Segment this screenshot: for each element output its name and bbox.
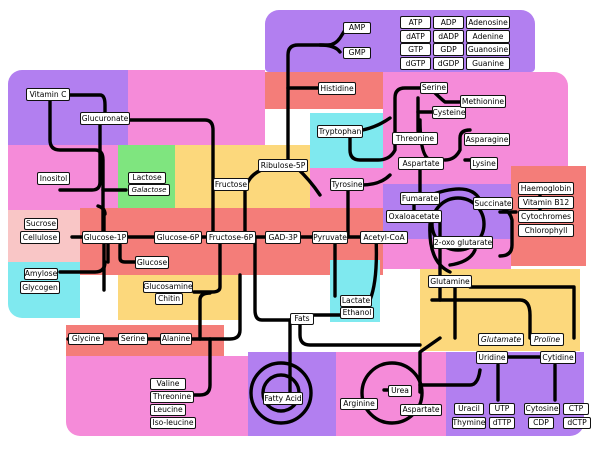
node-ctp: CTP (563, 403, 589, 415)
node-inositol: Inositol (37, 172, 70, 185)
node-fats: Fats (290, 313, 314, 325)
node-dttp: dTTP (489, 417, 515, 429)
node-galactose: Galactose (128, 184, 170, 196)
node-uracil: Uracil (454, 403, 484, 415)
node-amylose: Amylose (24, 268, 58, 280)
node-pyruvate: Pyruvate (312, 231, 348, 244)
node-serine-bottom: Serine (118, 333, 148, 345)
node-threonine-bottom: Threonine (150, 391, 194, 403)
node-asparagine: Asparagine (464, 133, 510, 146)
node-chitin: Chitin (155, 293, 183, 305)
node-atp: ATP (400, 16, 431, 29)
node-gad-3p: GAD-3P (265, 231, 301, 244)
node-alanine: Alanine (160, 333, 192, 345)
node-utp: UTP (489, 403, 515, 415)
node-oxaloacetate: Oxaloacetate (386, 210, 442, 223)
node-glycine: Glycine (68, 333, 104, 345)
node-glucose-6p: Glucose-6P (154, 231, 202, 244)
node-adenine: Adenine (466, 30, 510, 43)
node-lysine: Lysine (470, 157, 498, 170)
node-glutamine: Glutamine (428, 275, 472, 288)
node-dctp: dCTP (563, 417, 591, 429)
node-cdp: CDP (528, 417, 554, 429)
node-glycogen: Glycogen (20, 281, 60, 294)
node-threonine-top: Threonine (392, 132, 438, 145)
node-adenosine: Adenosine (466, 16, 510, 29)
node-cellulose: Cellulose (20, 231, 60, 244)
node-serine-top: Serine (420, 82, 448, 94)
region-top-pink (128, 70, 265, 145)
node-aspartate-top: Aspartate (398, 157, 444, 170)
node-proline: Proline (530, 333, 564, 346)
node-glucuronate: Glucuronate (80, 112, 130, 125)
node-arginine: Arginine (340, 398, 378, 410)
node-histidine: Histidine (318, 82, 356, 95)
node-oxoglutarate: 2-oxo glutarate (433, 236, 493, 249)
node-dgtp: dGTP (400, 57, 431, 70)
node-lactate: Lactate (340, 295, 372, 307)
node-fructose-6p: Fructose-6P (206, 231, 256, 244)
node-fumarate: Fumarate (400, 192, 440, 205)
node-ethanol: Ethanol (340, 307, 374, 319)
node-cytidine: Cytidine (540, 351, 576, 364)
node-datp: dATP (400, 30, 431, 43)
node-guanosine: Guanosine (466, 43, 510, 56)
node-fructose: Fructose (213, 178, 249, 191)
node-cytosine: Cytosine (524, 403, 560, 415)
node-thymine: Thymine (452, 417, 486, 429)
node-succinate: Succinate (473, 197, 513, 210)
node-aspartate-bottom: Aspartate (400, 404, 442, 416)
node-sucrose: Sucrose (24, 218, 58, 230)
node-uridine: Uridine (476, 351, 508, 364)
node-haemoglobin: Haemoglobin (518, 182, 574, 195)
node-adp: ADP (433, 16, 464, 29)
node-isoleucine: Iso-leucine (150, 417, 196, 429)
node-dadp: dADP (433, 30, 464, 43)
node-valine: Valine (150, 378, 186, 390)
node-urea: Urea (388, 385, 412, 397)
node-dgdp: dGDP (433, 57, 464, 70)
node-ribulose: Ribulose-5P (258, 159, 308, 172)
node-methionine: Methionine (460, 95, 506, 108)
node-glucose: Glucose (135, 256, 169, 269)
region-top-left-purple (8, 70, 128, 145)
node-cysteine: Cysteine (432, 106, 466, 119)
node-tryptophan: Tryptophan (317, 125, 363, 138)
node-guanine: Guanine (466, 57, 510, 70)
node-fatty-acid: Fatty Acid (263, 392, 303, 405)
node-vitamin-c: Vitamin C (26, 88, 70, 101)
node-gmp: GMP (343, 47, 371, 59)
node-glucosamine: Glucosamine (143, 281, 193, 293)
node-acetyl-coa: Acetyl-CoA (360, 231, 408, 244)
node-gtp: GTP (400, 43, 431, 56)
node-vitamin-b12: Vitamin B12 (518, 196, 574, 209)
node-gdp: GDP (433, 43, 464, 56)
node-lactose: Lactose (128, 172, 166, 184)
node-glutamate: Glutamate (478, 333, 524, 346)
node-cytochromes: Cytochromes (518, 210, 574, 223)
node-amp: AMP (343, 22, 371, 34)
node-tyrosine: Tyrosine (330, 178, 364, 191)
node-leucine: Leucine (150, 404, 186, 416)
node-chlorophyll: Chlorophyll (518, 224, 574, 237)
node-glucose-1p: Glucose-1P (82, 231, 128, 244)
